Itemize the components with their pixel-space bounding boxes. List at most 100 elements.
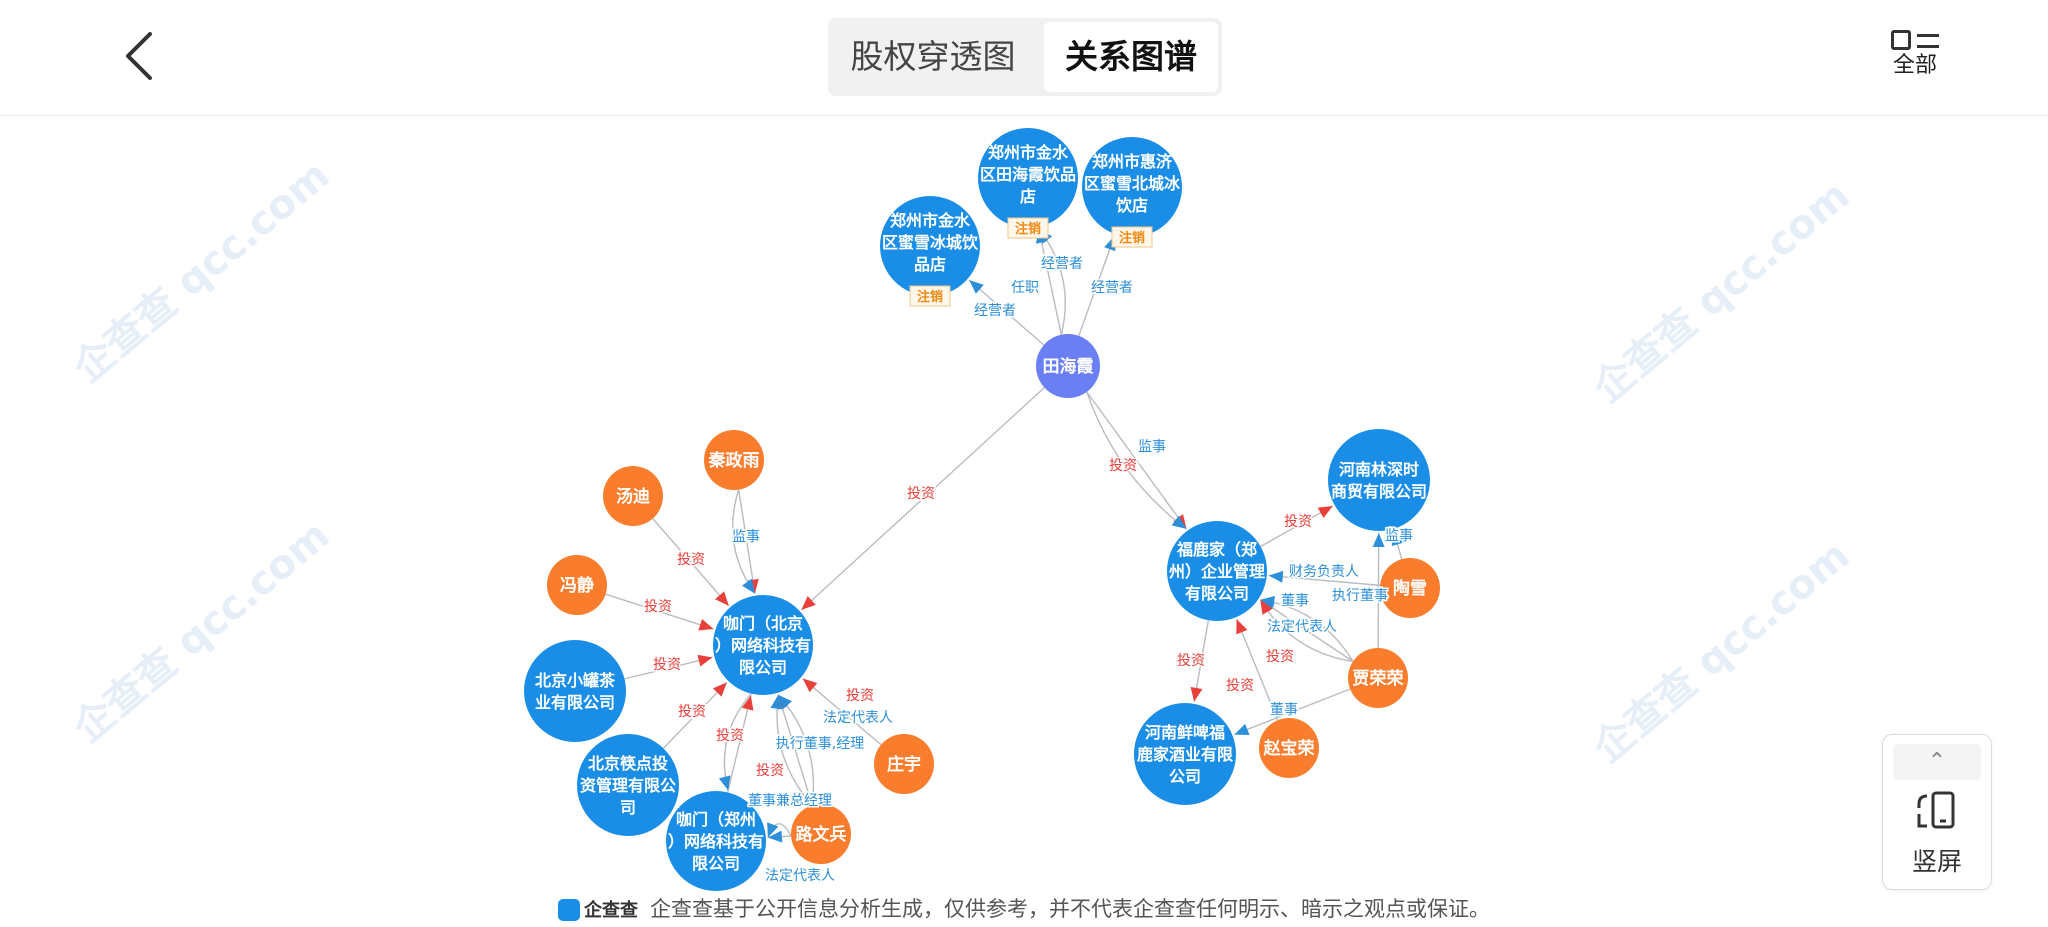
chevron-up-icon: ⌃ [1927, 749, 1947, 774]
node-label: 店 [1020, 187, 1036, 206]
list-layout-icon [1880, 30, 1950, 52]
edge-arrow [1171, 515, 1187, 529]
node-label: 资管理有限公 [580, 776, 676, 795]
back-button[interactable] [118, 30, 162, 82]
disclaimer-text: 企查查基于公开信息分析生成，仅供参考，并不代表企查查任何明示、暗示之观点或保证。 [650, 897, 1490, 921]
node-label: 郑州市金水 [890, 211, 971, 230]
node-label: 贾荣荣 [1353, 669, 1404, 689]
edge-arrow [969, 280, 984, 294]
edge-label: 法定代表人 [1267, 619, 1337, 635]
node-label: 限公司 [692, 854, 740, 873]
all-label: 全部 [1892, 53, 1937, 78]
person-node[interactable]: 秦政雨 [704, 430, 764, 490]
edge-label: 投资 [846, 688, 874, 704]
edge-label: 董事 [1270, 702, 1298, 718]
node-label: 郑州市金水 [988, 143, 1069, 162]
person-node[interactable]: 田海霞 [1036, 334, 1100, 398]
node-circle [1259, 718, 1319, 778]
status-badge [1007, 217, 1049, 239]
side-panel: ⌃ 竖屏 [1882, 734, 1992, 890]
relation-edge [800, 387, 1045, 611]
node-label: 鹿家酒业有限 [1137, 745, 1234, 764]
node-label: ）网络科技有 [668, 832, 764, 851]
node-circle [791, 804, 851, 864]
view-tabs: 股权穿透图 关系图谱 [828, 18, 1222, 96]
person-node[interactable]: 庄宇 [874, 734, 934, 794]
edge-arrow [1268, 570, 1284, 583]
node-label: 区田海霞饮品 [980, 165, 1076, 184]
node-circle [880, 196, 980, 296]
edge-label: 财务负责人 [1289, 564, 1359, 580]
portrait-label[interactable]: 竖屏 [1911, 847, 1962, 876]
edge-arrow [767, 830, 783, 843]
node-label: 限公司 [739, 658, 787, 677]
edge-arrow [1372, 532, 1385, 548]
person-node[interactable]: 冯静 [547, 555, 607, 615]
node-circle [666, 791, 766, 891]
edge-label: 投资 [716, 728, 744, 744]
status-badge [1111, 226, 1153, 248]
node-label: 冯静 [560, 575, 594, 596]
node-label: 饮店 [1115, 196, 1148, 215]
edge-label: 董事 [1281, 593, 1309, 609]
person-node[interactable]: 赵宝荣 [1259, 718, 1319, 778]
node-label: 河南林深时 [1339, 460, 1419, 479]
node-label: 司 [620, 798, 636, 817]
edge-label: 经营者 [974, 303, 1016, 319]
edge-label: 投资 [678, 704, 706, 720]
all-button[interactable]: 全部 [1880, 30, 1950, 90]
edge-label: 董事兼总经理 [748, 793, 832, 809]
footer-brand: 企查查 [584, 900, 638, 921]
relation-edge [1086, 391, 1187, 530]
edge-arrow [1317, 505, 1333, 519]
node-label: 咖门（郑州 [676, 810, 756, 829]
node-label: 商贸有限公司 [1331, 482, 1427, 501]
edge-arrow [697, 654, 713, 667]
person-node[interactable]: 汤迪 [603, 466, 663, 526]
person-node[interactable]: 陶雪 [1380, 558, 1440, 618]
person-node[interactable]: 路文兵 [791, 804, 851, 864]
status-badge-text: 注销 [1015, 221, 1041, 237]
collapse-button[interactable]: ⌃ [1893, 744, 1981, 780]
edge-arrow [715, 591, 729, 606]
edge-arrow [1234, 723, 1250, 736]
tab-relationship-graph[interactable]: 关系图谱 [1044, 22, 1218, 92]
edge-arrow [712, 682, 727, 697]
person-node[interactable]: 贾荣荣 [1348, 648, 1408, 708]
edge-arrow [741, 695, 754, 711]
relation-edge [1086, 391, 1187, 530]
node-label: 路文兵 [796, 824, 847, 845]
node-label: 田海霞 [1043, 356, 1095, 377]
node-label: 陶雪 [1393, 578, 1427, 599]
node-circle [978, 128, 1078, 228]
node-circle [1348, 648, 1408, 708]
edge-arrow [802, 678, 818, 693]
rotate-screen-button[interactable] [1883, 790, 1991, 838]
node-circle [577, 734, 679, 836]
node-label: 秦政雨 [709, 450, 760, 471]
edge-arrow [698, 619, 714, 631]
edge-arrow [801, 596, 816, 610]
edge-label: 经营者 [1091, 280, 1133, 296]
node-circle [1082, 137, 1182, 237]
edge-label: 投资 [644, 599, 672, 615]
edge-label: 执行董事,经理 [776, 736, 864, 752]
chevron-left-icon [126, 32, 152, 80]
node-label: 区蜜雪北城冰 [1084, 174, 1181, 193]
tab-equity-penetration[interactable]: 股权穿透图 [850, 37, 1016, 76]
node-circle [713, 595, 813, 695]
edge-arrow [718, 775, 731, 791]
qcc-logo-icon [558, 899, 580, 921]
edge-label: 法定代表人 [823, 710, 893, 726]
